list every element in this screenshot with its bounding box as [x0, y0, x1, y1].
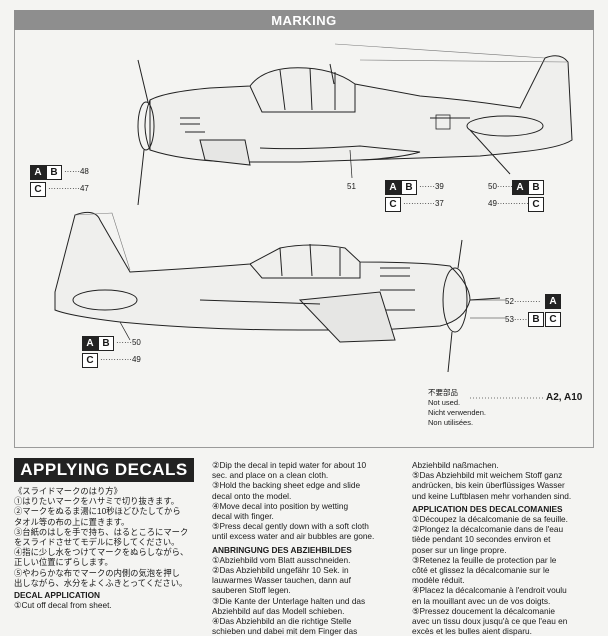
en-line: decal with finger.: [212, 511, 274, 522]
en-line: until excess water and air bubbles are g…: [212, 531, 375, 542]
fr-line: ②Plongez la décalcomanie dans de l'eau: [412, 524, 564, 535]
de-line: und keine Luftblasen mehr vorhanden sind…: [412, 490, 572, 501]
jp-line: ④指に少し水をつけてマークをぬらしながら、: [14, 547, 189, 558]
en-line: ⑤Press decal gently down with a soft clo…: [212, 521, 369, 532]
marking-box-a: A: [385, 180, 401, 195]
en-line: ④Move decal into position by wetting: [212, 500, 349, 511]
aircraft-drawings: [54, 43, 573, 373]
unused-label-block: 不要部品 Not used. Nicht verwenden. Non util…: [428, 388, 486, 428]
marking-box-b: B: [98, 336, 114, 351]
jp-line: ③台紙のはしを手で持ち、はるところにマーク: [14, 526, 189, 537]
part-ref-47: ············47: [48, 184, 89, 193]
jp-line: 《スライドマークのはり方》: [14, 486, 122, 496]
decal-col-2: ②Dip the decal in tepid water for about …: [212, 460, 408, 636]
jp-line: タオル等の布の上に置きます。: [14, 516, 130, 527]
en-line: decal onto the model.: [212, 490, 292, 501]
bottom-aircraft-illustration: [54, 211, 505, 373]
jp-line: ②マークをぬるま湯に10秒ほどひたしてから: [14, 506, 181, 517]
fr-line: tiède pendant 10 secondes environ et: [412, 534, 551, 545]
de-heading: ANBRINGUNG DES ABZIEHBILDES: [212, 544, 352, 555]
fr-heading: APPLICATION DES DECALCOMANIES: [412, 503, 563, 514]
marking-box-a: A: [545, 294, 561, 309]
marking-box-b: B: [528, 180, 544, 195]
en-line: ①Cut off decal from sheet.: [14, 600, 112, 611]
part-ref-53: 53·····: [505, 315, 528, 324]
fr-line: en la mouillant avec un de vos doigts.: [412, 595, 551, 606]
de-line: Abziehbild auf das Modell schieben.: [212, 605, 345, 616]
marking-header: MARKING: [14, 10, 594, 30]
de-line: lauwarmes Wasser tauchen, dann auf: [212, 575, 351, 586]
part-ref-49: ············49: [100, 355, 141, 364]
marking-box-c: C: [82, 353, 98, 368]
fr-line: ⑤Pressez doucement la décalcomanie: [412, 605, 556, 616]
fr-line: modèle réduit.: [412, 575, 465, 586]
de-line: ①Abziehbild vom Blatt ausschneiden.: [212, 554, 351, 565]
fr-line: excès et les bulles aient disparu.: [412, 626, 532, 636]
marking-box-a: A: [30, 165, 46, 180]
de-line: andrücken, bis kein überflüssiges Wasser: [412, 480, 565, 491]
de-line: ④Das Abziehbild an die richtige Stelle: [212, 616, 352, 627]
marking-frame: [14, 30, 594, 448]
de-line: ⑤Das Abziehbild mit weichem Stoff ganz: [412, 470, 563, 481]
marking-box-b: B: [401, 180, 417, 195]
unused-label-fr: Non utilisées.: [428, 418, 474, 427]
marking-box-c: C: [30, 182, 46, 197]
de-line: ③Die Kante der Unterlage halten und das: [212, 595, 366, 606]
marking-box-a: A: [512, 180, 528, 195]
unused-label-de: Nicht verwenden.: [428, 408, 486, 417]
en-line: ③Hold the backing sheet edge and slide: [212, 480, 361, 491]
fr-line: ①Découpez la décalcomanie de sa feuille.: [412, 514, 568, 525]
part-ref-37: ············37: [403, 199, 444, 208]
en-line: ②Dip the decal in tepid water for about …: [212, 460, 367, 470]
jp-line: 正しい位置にずらします。: [14, 557, 113, 568]
marking-box-c: C: [528, 197, 544, 212]
marking-box-b: B: [46, 165, 62, 180]
marking-box-b: B: [528, 312, 544, 327]
unused-label-en: Not used.: [428, 398, 461, 407]
de-line: schieben und dabei mit dem Finger das: [212, 626, 358, 636]
part-ref-51: 51: [347, 182, 356, 191]
jp-line: をスライドさせてモデルに移してください。: [14, 537, 180, 548]
applying-decals-title: APPLYING DECALS: [14, 458, 194, 482]
part-ref-50: 50······: [488, 182, 513, 191]
marking-box-c: C: [545, 312, 561, 327]
part-ref-39: ······39: [419, 182, 444, 191]
fr-line: poser sur un linge propre.: [412, 544, 507, 555]
marking-box-c: C: [385, 197, 401, 212]
fr-line: avec un tissu doux jusqu'à ce que l'eau …: [412, 616, 568, 627]
decal-col-3: Abziehbild naßmachen. ⑤Das Abziehbild mi…: [412, 460, 604, 636]
unused-label-jp: 不要部品: [428, 388, 458, 397]
en-heading: DECAL APPLICATION: [14, 590, 101, 601]
leader-dots: [470, 397, 544, 399]
part-ref-49: 49············: [488, 199, 529, 208]
fr-line: ④Placez la décalcomanie à l'endroit voul…: [412, 585, 567, 596]
fr-line: ③Retenez la feuille de protection par le: [412, 554, 557, 565]
top-aircraft-illustration: [137, 43, 573, 206]
de-line: ②Das Abziehbild ungefähr 10 Sek. in: [212, 565, 349, 576]
de-line: Abziehbild naßmachen.: [412, 460, 499, 470]
jp-line: ①はりたいマークをハサミで切り抜きます。: [14, 496, 180, 507]
part-ref-50: ······50: [116, 338, 141, 347]
decal-col-1: 《スライドマークのはり方》 ①はりたいマークをハサミで切り抜きます。 ②マークを…: [14, 486, 204, 610]
fr-line: côté et glissez la décalcomanie sur le: [412, 565, 550, 576]
marking-title: MARKING: [271, 12, 337, 28]
marking-box-a: A: [82, 336, 98, 351]
de-line: sauberen Stoff legen.: [212, 585, 291, 596]
part-ref-48: ······48: [64, 167, 89, 176]
part-ref-52: 52··········: [505, 297, 541, 306]
jp-line: ⑤やわらかな布でマークの内側の気泡を押し: [14, 567, 180, 578]
en-line: sec. and place on a clean cloth.: [212, 470, 329, 481]
unused-parts: A2, A10: [546, 392, 583, 403]
jp-line: 出しながら、水分をよくふきとってください。: [14, 577, 188, 588]
